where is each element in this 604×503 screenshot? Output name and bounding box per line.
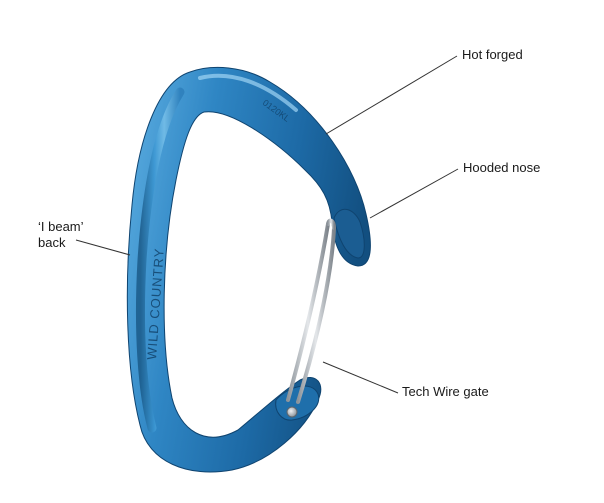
leader-lines <box>75 55 459 394</box>
label-hooded-nose: Hooded nose <box>463 160 541 175</box>
carabiner-icon: WILD COUNTRY 0120KL <box>126 66 371 473</box>
wire-gate-top-loop <box>326 218 336 230</box>
hooded-nose-detail <box>333 208 365 259</box>
leader-line-tech-wire <box>322 361 399 394</box>
wire-gate-left <box>286 222 330 402</box>
label-hot-forged: Hot forged <box>462 47 523 62</box>
top-sheen <box>198 73 298 112</box>
leader-line-i-beam <box>75 239 131 256</box>
label-tech-wire-gate: Tech Wire gate <box>402 384 489 399</box>
tech-wire-gate <box>286 218 336 418</box>
wire-gate-right <box>296 226 336 404</box>
label-i-beam-line1: ‘I beam’ <box>38 219 84 234</box>
leader-line-hot-forged <box>325 55 458 135</box>
leader-line-hooded-nose <box>369 168 459 219</box>
label-i-beam-line2: back <box>38 235 66 250</box>
gate-rivet <box>286 406 298 418</box>
label-i-beam-back: ‘I beam’ back <box>38 219 84 251</box>
i-beam-spine-highlight <box>135 87 185 433</box>
carabiner-frame <box>126 66 371 473</box>
